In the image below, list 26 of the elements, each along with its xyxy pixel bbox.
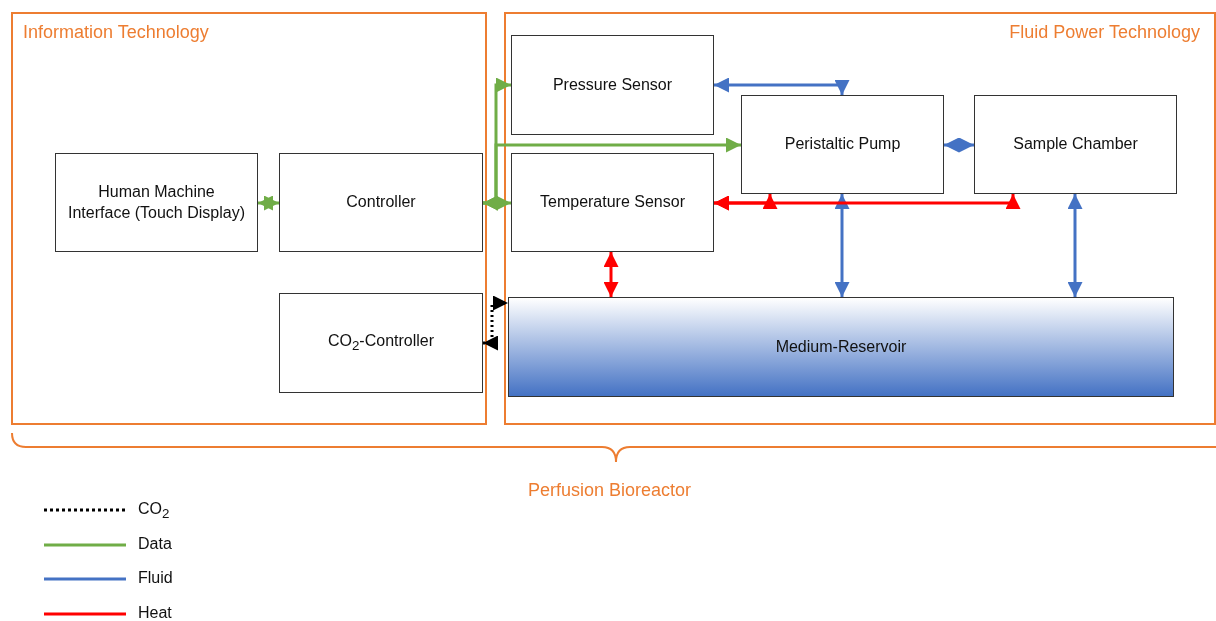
arrow <box>603 252 619 297</box>
arrow <box>834 194 850 297</box>
system-label: Perfusion Bioreactor <box>528 480 692 501</box>
legend-label: Heat <box>138 603 172 621</box>
process-box: Peristaltic Pump <box>741 95 944 194</box>
group-heading: Information Technology <box>23 22 209 43</box>
arrow <box>483 295 508 351</box>
process-box: Sample Chamber <box>974 95 1177 194</box>
group-frame <box>11 12 487 425</box>
arrow <box>944 137 974 153</box>
arrow <box>258 195 279 211</box>
legend-label: Fluid <box>138 569 173 587</box>
legend-label: Data <box>138 534 172 553</box>
arrow <box>1067 194 1083 297</box>
arrow <box>714 194 1021 211</box>
group-frame <box>504 12 1216 425</box>
process-box: Controller <box>279 153 483 252</box>
reservoir-tank: Medium-Reservoir <box>508 297 1174 397</box>
group-heading: Fluid Power Technology <box>1009 22 1200 43</box>
legend-label: CO$_{2}$ <box>138 500 170 522</box>
process-box: Human Machine Interface (Touch Display) <box>55 153 258 252</box>
arrow <box>714 77 850 95</box>
process-box: CO$_{2}$-Controller <box>279 293 483 393</box>
process-box: Pressure Sensor <box>511 35 714 135</box>
arrow <box>483 137 741 211</box>
process-box: Temperature Sensor <box>511 153 714 252</box>
